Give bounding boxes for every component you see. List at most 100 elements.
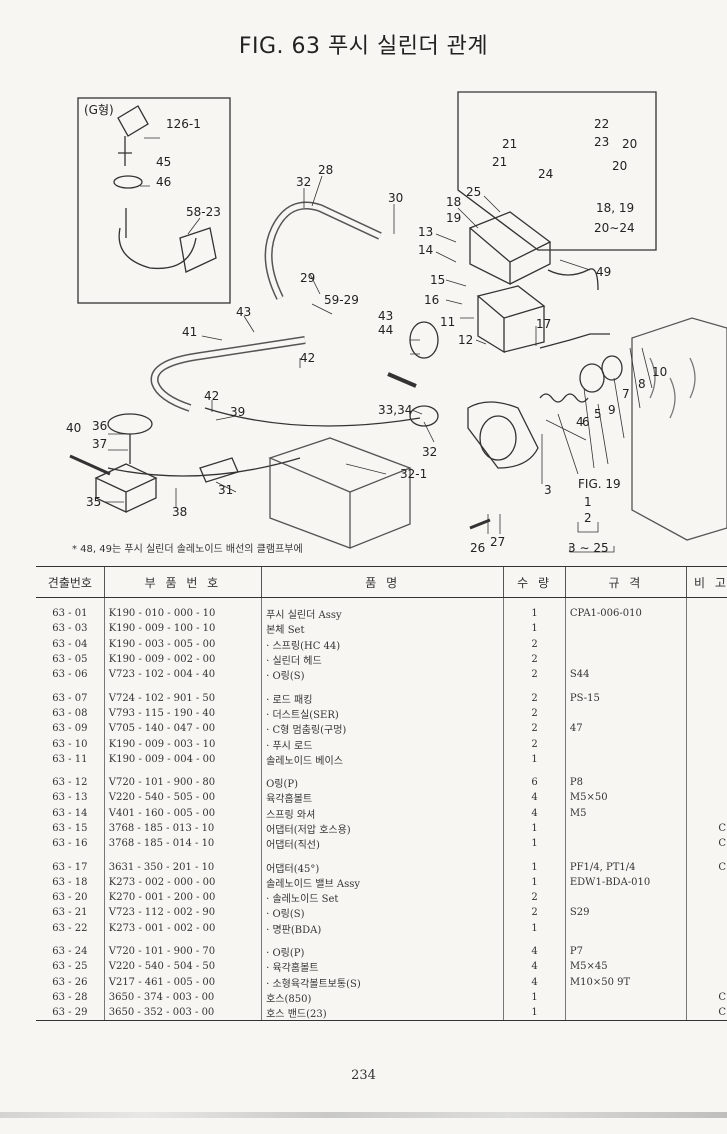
row-spec: [564, 705, 687, 722]
row-index: 63 - 08: [52, 707, 88, 719]
row-spec: [564, 751, 687, 767]
row-quantity: 2: [503, 721, 566, 737]
callout: 37: [92, 437, 107, 451]
callout: 31: [218, 483, 233, 497]
row-index: 63 - 13: [52, 792, 88, 804]
callout: 36: [92, 419, 107, 433]
footnote: * 48, 49는 푸시 실린더 솔레노이드 배선의 클램프부에: [72, 544, 303, 555]
row-part-number: 3650 - 352 - 003 - 00: [103, 1005, 262, 1022]
callout: 8: [638, 377, 646, 391]
row-remarks: [685, 959, 727, 975]
callout: 33,34: [378, 403, 412, 417]
callout: 27: [490, 535, 505, 549]
row-remarks: [685, 705, 727, 722]
row-remarks: [685, 621, 727, 637]
row-quantity: 1: [503, 989, 566, 1006]
row-part-name: 스프링 와셔: [261, 805, 504, 821]
callout: 43: [236, 305, 251, 319]
row-spec: M5: [564, 805, 687, 821]
row-part-name: · 소형육각볼트보통(S): [261, 974, 504, 990]
callout: 41: [182, 325, 197, 339]
exploded-parts-diagram: (G형) 126-1 45 46 58-23 28 32 30 18 19 25…: [0, 78, 727, 560]
callout: FIG. 19: [578, 477, 621, 491]
row-remarks: [685, 651, 727, 668]
row-spec: M5×50: [564, 790, 687, 806]
row-part-number: V720 - 101 - 900 - 70: [103, 943, 262, 960]
row-index: 63 - 16: [52, 838, 88, 850]
row-spec: [564, 890, 687, 906]
row-part-name: · O링(S): [261, 667, 504, 683]
row-remarks: C: [685, 859, 727, 875]
row-quantity: 1: [503, 621, 566, 637]
callout: 5: [594, 407, 602, 421]
row-remarks: C: [685, 836, 727, 852]
row-spec: [564, 1005, 687, 1022]
row-part-number: V793 - 115 - 190 - 40: [103, 705, 262, 722]
row-spec: PS-15: [564, 690, 687, 706]
row-remarks: [685, 667, 727, 683]
row-part-name: · 실린더 헤드: [261, 651, 504, 668]
row-spec: [564, 736, 687, 752]
callout: 12: [458, 333, 473, 347]
callout: 19: [446, 211, 461, 225]
row-quantity: 2: [503, 905, 566, 921]
callout: 20: [612, 159, 627, 173]
row-spec: S44: [564, 667, 687, 683]
callout: 4: [576, 415, 584, 429]
row-quantity: 4: [503, 943, 566, 960]
row-part-number: K190 - 009 - 100 - 10: [103, 621, 262, 637]
row-remarks: C: [685, 989, 727, 1006]
row-quantity: 4: [503, 974, 566, 990]
row-part-number: K190 - 009 - 004 - 00: [103, 751, 262, 767]
inset-box: [77, 97, 231, 304]
row-quantity: 1: [503, 859, 566, 875]
row-part-name: · 로드 패킹: [261, 690, 504, 706]
row-part-number: V720 - 101 - 900 - 80: [103, 774, 262, 791]
row-index: 63 - 21: [52, 907, 88, 919]
row-index: 63 - 20: [52, 892, 88, 904]
row-part-name: 어댑터(저압 호스용): [261, 820, 504, 837]
callout: 21: [502, 137, 517, 151]
row-part-name: O링(P): [261, 774, 504, 791]
callout: 59-29: [324, 293, 359, 307]
row-remarks: [685, 874, 727, 891]
row-quantity: 1: [503, 606, 566, 622]
callout: 45: [156, 155, 171, 169]
row-spec: 47: [564, 721, 687, 737]
row-part-number: V217 - 461 - 005 - 00: [103, 974, 262, 990]
row-part-name: 본체 Set: [261, 621, 504, 637]
row-quantity: 2: [503, 636, 566, 652]
row-part-number: V723 - 112 - 002 - 90: [103, 905, 262, 921]
row-remarks: C: [685, 820, 727, 837]
callout: 24: [538, 167, 553, 181]
col-header-index: 견출번호: [36, 566, 105, 598]
row-part-name: 호스 밴드(23): [261, 1005, 504, 1022]
row-part-name: · 명판(BDA): [261, 920, 504, 936]
scan-edge: [0, 1112, 727, 1118]
row-remarks: [685, 805, 727, 821]
row-part-number: 3631 - 350 - 201 - 10: [103, 859, 262, 875]
row-quantity: 1: [503, 1005, 566, 1022]
row-index: 63 - 15: [52, 823, 88, 834]
row-quantity: 2: [503, 890, 566, 906]
row-quantity: 6: [503, 774, 566, 791]
row-index: 63 - 22: [52, 922, 88, 934]
row-part-name: · O링(P): [261, 943, 504, 960]
row-part-number: K190 - 010 - 000 - 10: [103, 606, 262, 622]
callout: 17: [536, 317, 551, 331]
row-spec: [564, 636, 687, 652]
row-part-number: V705 - 140 - 047 - 00: [103, 721, 262, 737]
callout: 49: [596, 265, 611, 279]
diagram-callouts: (G형) 126-1 45 46 58-23 28 32 30 18 19 25…: [66, 103, 667, 555]
callout: 21: [492, 155, 507, 169]
figure-title: FIG. 63 푸시 실린더 관계: [238, 34, 489, 59]
row-remarks: [685, 890, 727, 906]
row-spec: [564, 820, 687, 837]
row-index: 63 - 10: [52, 738, 88, 750]
